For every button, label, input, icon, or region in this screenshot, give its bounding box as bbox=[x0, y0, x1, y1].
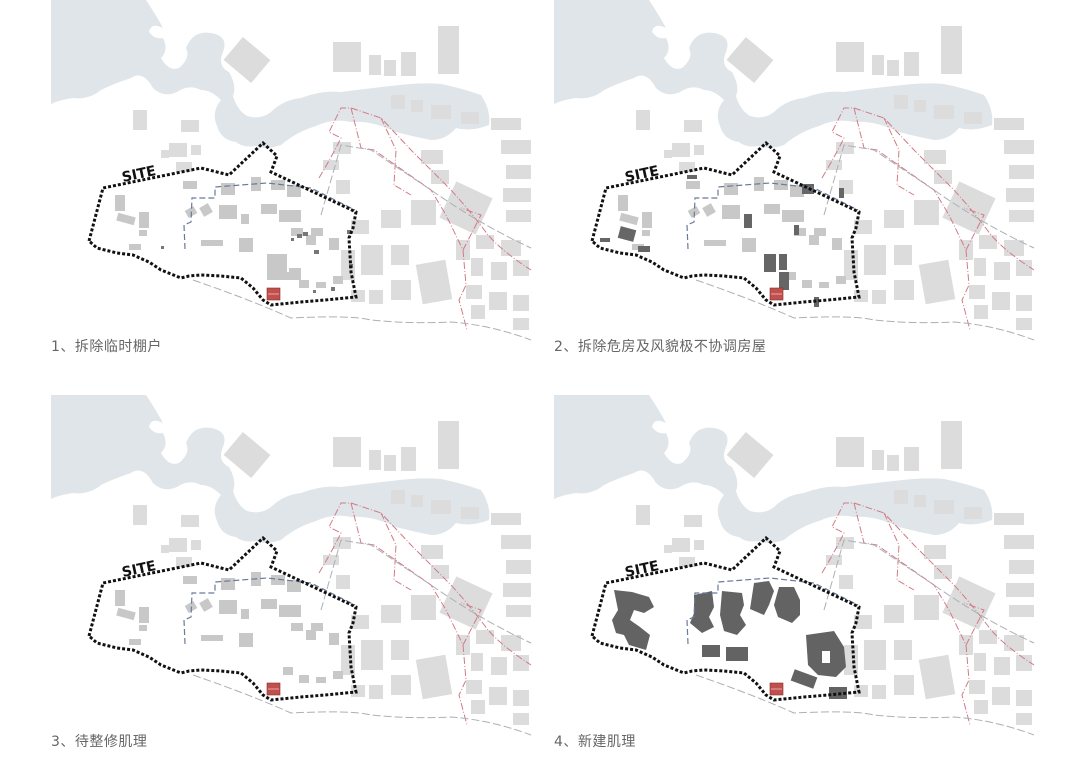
caption-panel-2: 2、拆除危房及风貌极不协调房屋 bbox=[554, 339, 767, 355]
caption-panel-4: 4、新建肌理 bbox=[554, 734, 636, 750]
caption-panel-3: 3、待整修肌理 bbox=[51, 734, 148, 750]
new-buildings bbox=[612, 581, 847, 699]
site-map-3 bbox=[51, 395, 532, 736]
site-map-1 bbox=[51, 0, 532, 341]
site-map-2 bbox=[554, 0, 1035, 341]
caption-panel-1: 1、拆除临时棚户 bbox=[51, 339, 162, 355]
site-boundary bbox=[590, 141, 861, 307]
site-boundary bbox=[87, 536, 358, 702]
site-boundary bbox=[87, 141, 358, 307]
panel-3-fabric-to-renovate bbox=[51, 395, 533, 740]
panel-4-new-fabric bbox=[554, 395, 1036, 740]
panel-2-remove-dangerous-buildings bbox=[554, 0, 1036, 345]
site-map-4 bbox=[554, 395, 1035, 736]
panel-1-remove-temporary-shacks bbox=[51, 0, 533, 345]
